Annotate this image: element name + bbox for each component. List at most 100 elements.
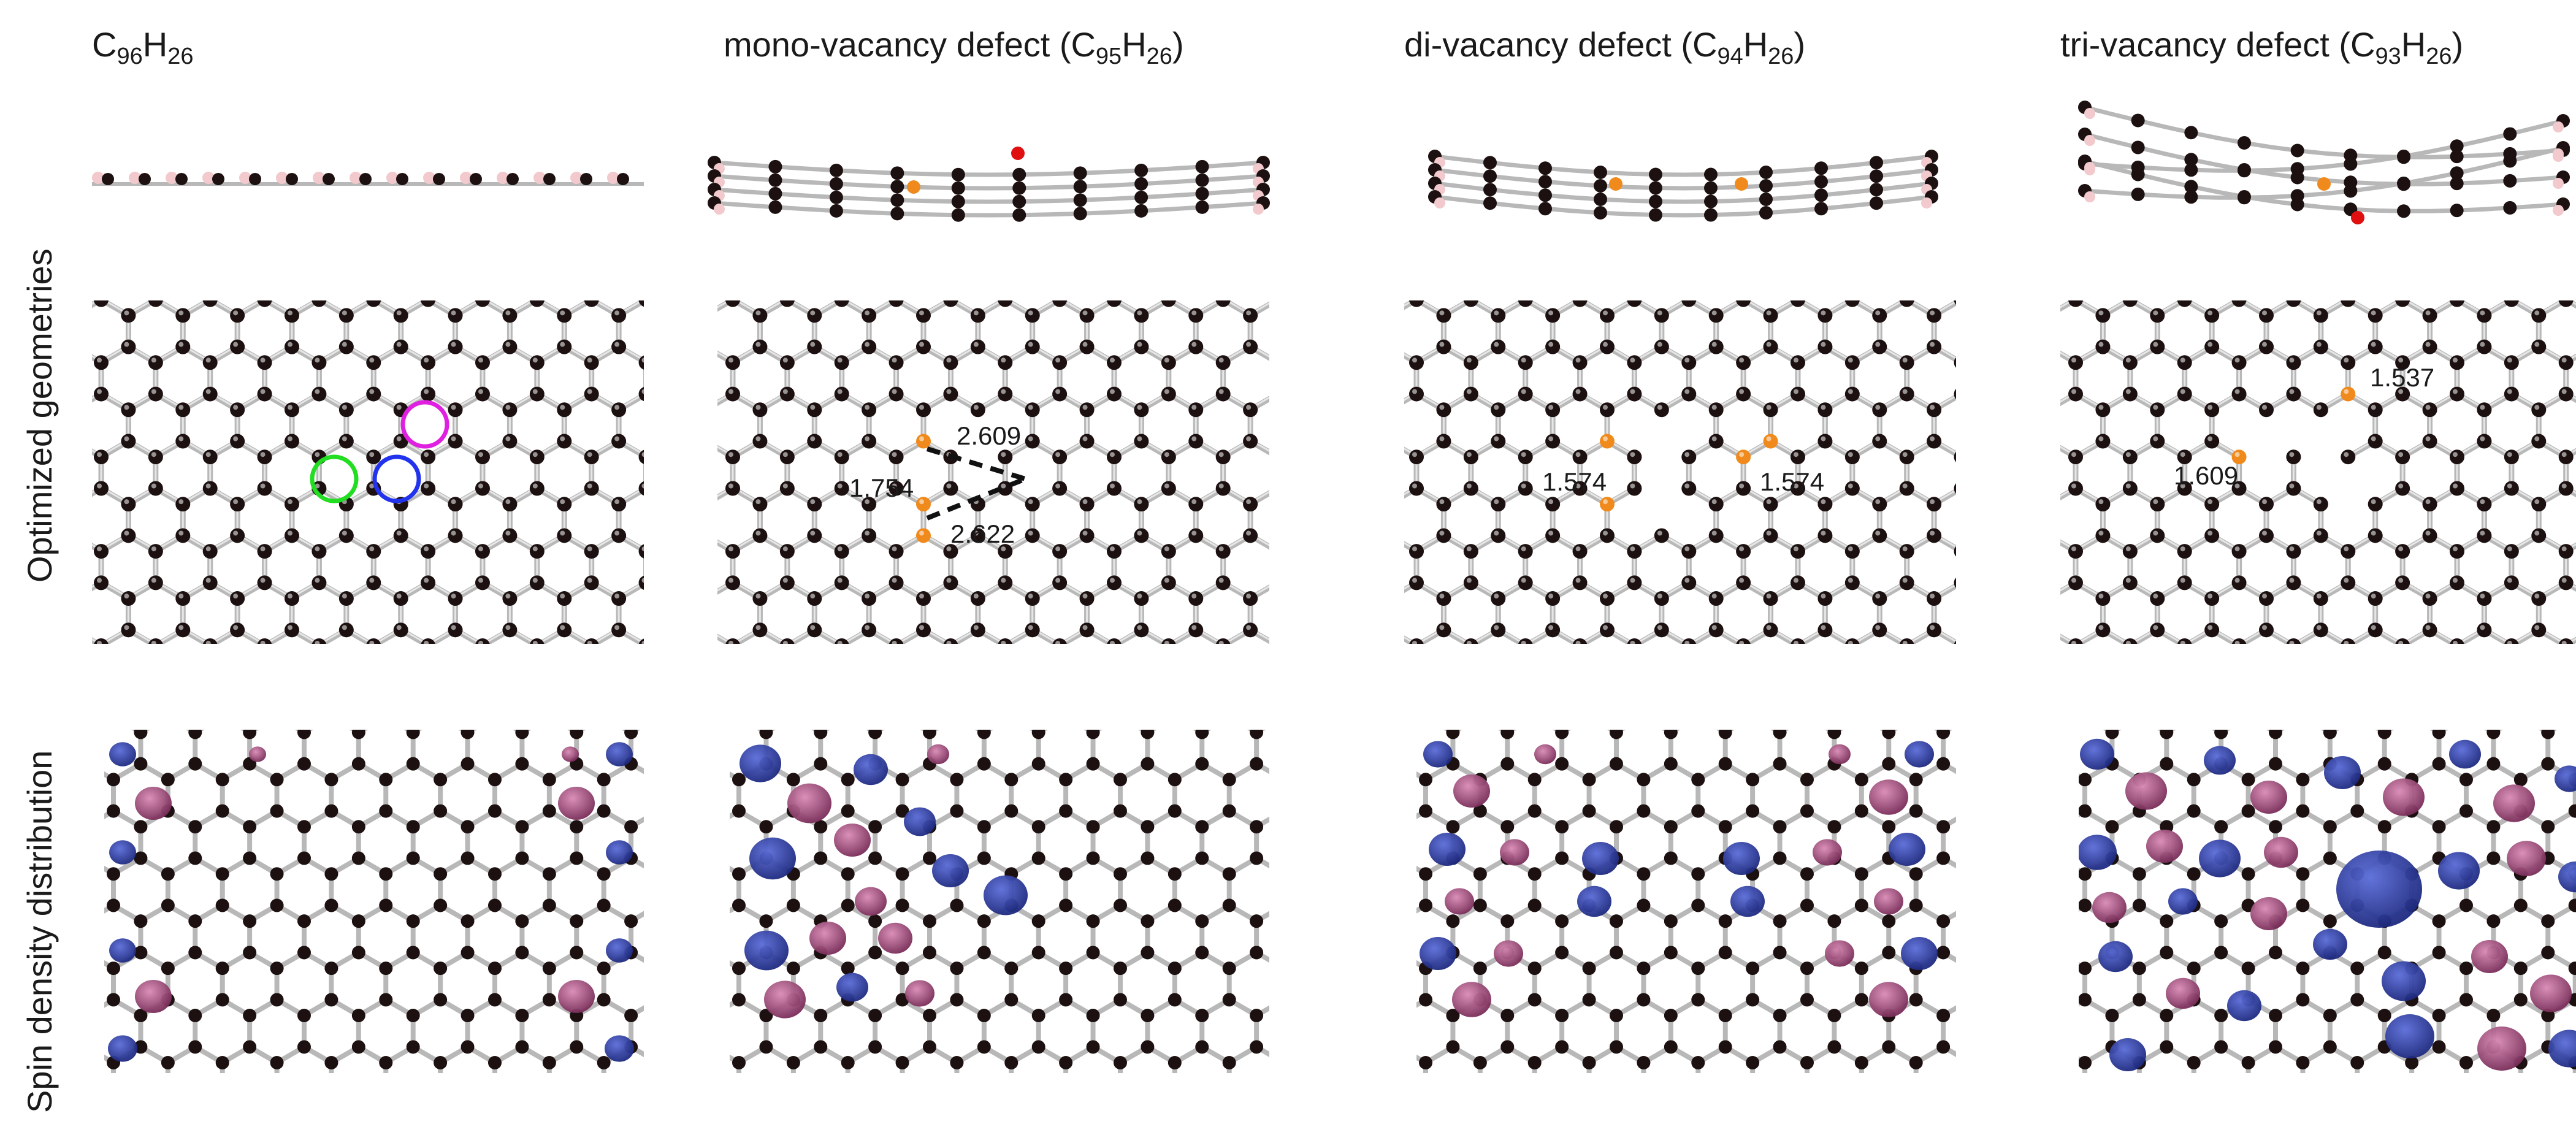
carbon-atom xyxy=(2036,528,2050,543)
bond-highlight xyxy=(1471,676,1498,692)
atom-shine xyxy=(2011,452,2016,457)
atom-shine xyxy=(1191,499,1197,505)
bond-highlight xyxy=(1278,581,1305,597)
bond xyxy=(1989,630,2016,646)
carbon-atom xyxy=(1981,402,1996,417)
side-dangling xyxy=(1011,147,1025,160)
carbon-atom xyxy=(175,245,190,260)
carbon-atom xyxy=(311,638,327,644)
carbon-atom xyxy=(1954,300,1956,305)
atom-shine xyxy=(97,389,102,394)
bond-highlight xyxy=(2457,676,2484,692)
atom-shine xyxy=(1246,248,1251,253)
atom-shine xyxy=(260,357,266,363)
atom-shine xyxy=(178,625,184,630)
carbon-atom xyxy=(175,528,191,543)
atom-shine xyxy=(1548,594,1554,599)
atom-shine xyxy=(1055,483,1061,489)
bond xyxy=(401,253,428,269)
atom-shine xyxy=(1602,310,1608,316)
atom-shine xyxy=(1328,263,1332,268)
carbon-atom xyxy=(1790,544,1805,559)
bond-highlight xyxy=(401,676,428,692)
bond xyxy=(1332,300,1359,316)
atom-shine xyxy=(532,578,538,583)
carbon-atom xyxy=(1106,449,1122,465)
atom-shine xyxy=(124,436,129,442)
carbon-atom xyxy=(779,449,795,465)
atom-shine xyxy=(342,594,347,599)
carbon-atom xyxy=(1436,339,1451,354)
bond-highlight xyxy=(787,251,814,267)
bond xyxy=(456,677,483,693)
carbon-atom xyxy=(1545,339,1561,354)
carbon-atom xyxy=(175,497,191,512)
atom-shine xyxy=(1274,389,1278,394)
atom-shine xyxy=(124,248,129,253)
bond xyxy=(346,677,373,693)
atom-shine xyxy=(865,688,869,693)
carbon-atom xyxy=(998,638,1012,644)
bond-highlight xyxy=(1962,393,1989,409)
bond-highlight xyxy=(1362,534,1389,550)
carbon-atom xyxy=(2036,308,2050,323)
atom-shine xyxy=(1328,578,1332,583)
carbon-atom xyxy=(475,638,490,644)
atom-shine xyxy=(288,688,292,693)
carbon-atom xyxy=(1216,670,1231,684)
atom-shine xyxy=(1739,389,1745,394)
atom-shine xyxy=(641,578,644,583)
bond-highlight xyxy=(373,251,400,267)
atom-shine xyxy=(1739,641,1745,644)
side-carbon xyxy=(1012,208,1026,222)
side-carbon xyxy=(2184,163,2198,177)
bond xyxy=(1879,253,1906,269)
atom-shine xyxy=(505,594,511,599)
carbon-atom xyxy=(94,449,109,465)
atom-shine xyxy=(642,295,647,300)
atom-shine xyxy=(1848,295,1853,300)
atom-shine xyxy=(205,546,211,552)
carbon-atom xyxy=(752,245,767,260)
bond-highlight xyxy=(292,676,319,692)
bond xyxy=(869,677,896,693)
bond xyxy=(1962,583,1989,598)
bond xyxy=(564,253,591,269)
carbon-atom xyxy=(1436,591,1451,606)
atom-shine xyxy=(837,357,843,363)
atom-shine xyxy=(97,483,102,489)
atom-shine xyxy=(1110,672,1115,677)
atom-shine xyxy=(1902,452,1908,457)
carbon-atom xyxy=(1352,591,1367,606)
bond xyxy=(1141,677,1168,693)
atom-shine xyxy=(2066,295,2071,300)
carbon-atom xyxy=(1464,670,1478,684)
atom-shine xyxy=(837,483,843,489)
carbon-atom xyxy=(1708,622,1724,638)
side-hydrogen xyxy=(1434,197,1445,208)
carbon-atom xyxy=(584,638,599,644)
carbon-atom xyxy=(338,591,354,606)
atom-shine xyxy=(1930,248,1935,253)
atom-shine xyxy=(42,357,47,362)
carbon-atom xyxy=(779,544,795,559)
atom-shine xyxy=(1575,452,1581,457)
carbon-atom xyxy=(94,261,109,275)
bond-highlight xyxy=(2293,251,2320,267)
carbon-atom xyxy=(1382,340,1397,354)
atom-shine xyxy=(287,594,292,599)
carbon-atom xyxy=(1379,575,1394,590)
atom-shine xyxy=(1821,625,1826,630)
carbon-atom xyxy=(339,245,354,260)
carbon-atom xyxy=(1052,261,1067,275)
bond xyxy=(319,253,346,269)
atom-shine xyxy=(1301,405,1305,410)
carbon-atom xyxy=(1790,449,1805,465)
atom-shine xyxy=(1603,688,1608,693)
atom-shine xyxy=(478,452,483,457)
atom-shine xyxy=(1767,248,1771,253)
atom-shine xyxy=(724,248,728,253)
carbon-atom xyxy=(2008,670,2023,684)
bond xyxy=(20,347,47,363)
atom-shine xyxy=(1875,310,1881,316)
